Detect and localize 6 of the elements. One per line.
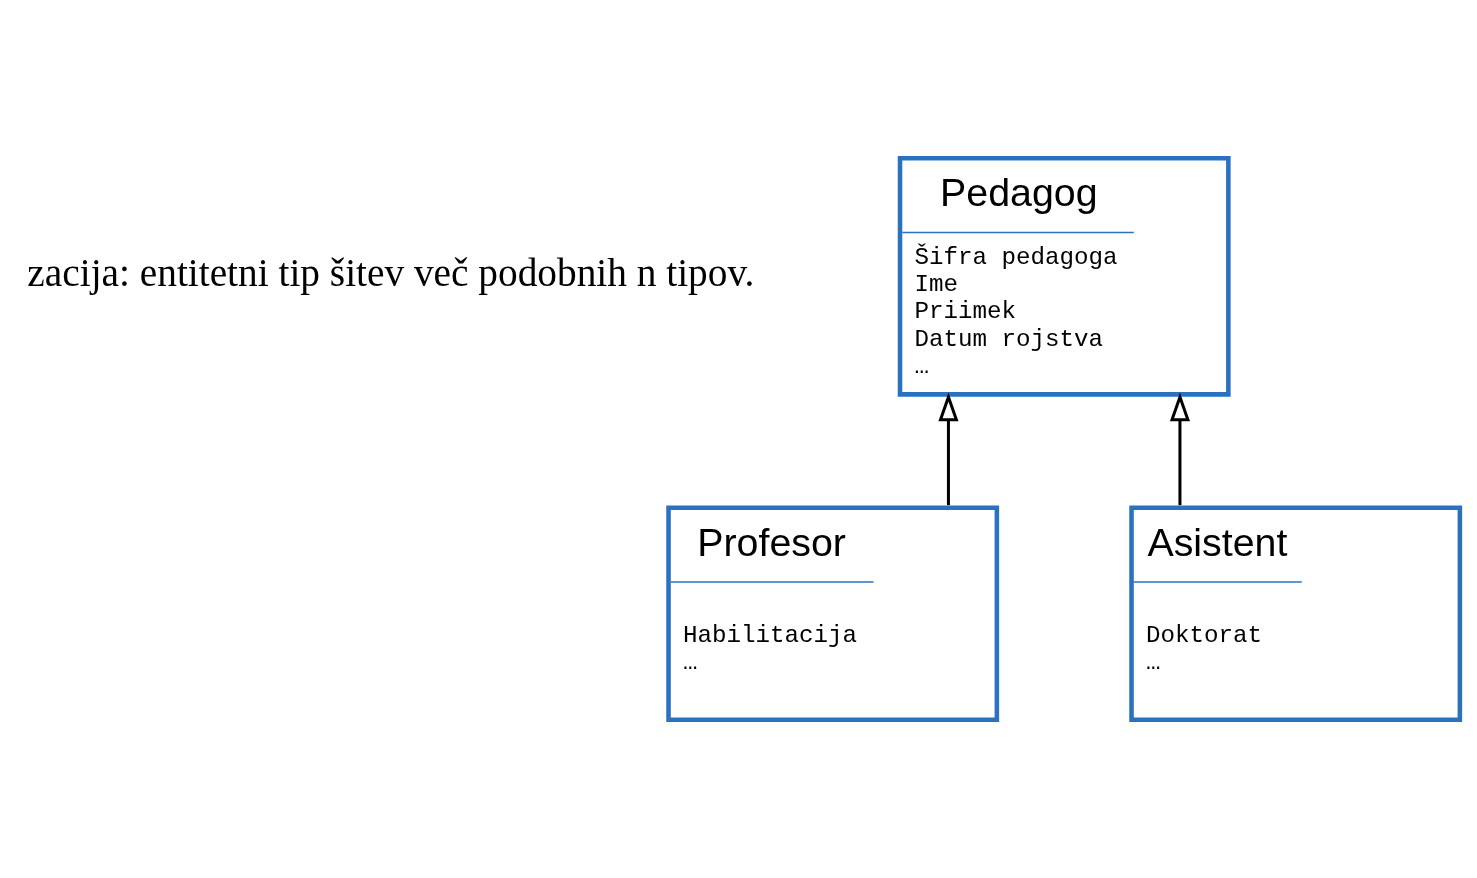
arrow xyxy=(1169,392,1191,506)
node-box: Pedagog Šifra pedagoga Ime Priimek Datum rojstva … xyxy=(897,156,1231,397)
label: zacija: entitetni tip šitev več podobnih n tipov. xyxy=(27,250,755,295)
arrow xyxy=(938,392,959,506)
node-box: Asistent Doktorat … xyxy=(1129,505,1463,722)
node-box: Profesor Habilitacija … xyxy=(666,505,1000,722)
